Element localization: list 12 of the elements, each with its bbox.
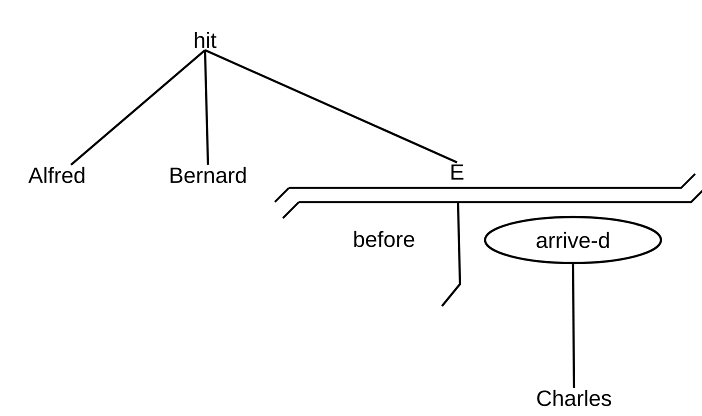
hanging-line <box>441 202 462 307</box>
tree-line <box>572 264 576 388</box>
word-label: Charles <box>537 390 612 406</box>
tree-line <box>70 49 206 166</box>
word-label: hit <box>194 32 216 48</box>
tree-line <box>204 49 458 164</box>
tree-line <box>204 50 210 165</box>
word-label: Bernard <box>170 166 246 184</box>
edge-label: before <box>354 230 414 248</box>
word-label: Alfred <box>28 166 84 184</box>
ellipse-node: arrive-d <box>484 216 662 264</box>
word-label: E <box>451 164 464 180</box>
